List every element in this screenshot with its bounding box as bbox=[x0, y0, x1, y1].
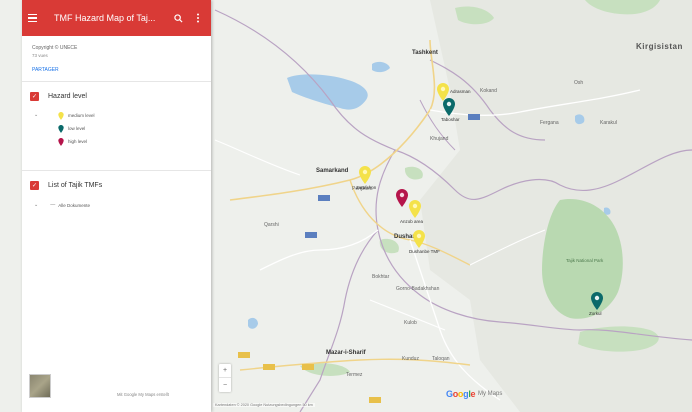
label-kulob: Kulob bbox=[404, 320, 417, 326]
pin-magenta-icon bbox=[58, 137, 64, 146]
layer-checkbox[interactable]: ✓ bbox=[30, 181, 39, 190]
label-fergana: Fergana bbox=[540, 120, 559, 126]
pin-label: Adrasman bbox=[450, 89, 471, 94]
pin-teal-icon bbox=[58, 124, 64, 133]
divider bbox=[22, 81, 211, 82]
zoom-control: + − bbox=[219, 364, 231, 392]
label-tajik-park: Tajik National Park bbox=[566, 258, 604, 263]
legend-item-medium[interactable]: ⌄ medium level bbox=[30, 109, 211, 122]
label-khujand: Khujand bbox=[430, 136, 449, 142]
list-item[interactable]: ⌄ — Alle Dokumente bbox=[30, 199, 211, 211]
map-title: TMF Hazard Map of Taj... bbox=[54, 13, 156, 23]
zoom-in-button[interactable]: + bbox=[219, 364, 231, 378]
layer-hazard-level: ✓ Hazard level ⌄ medium level low level … bbox=[22, 82, 211, 148]
chevron-down-icon[interactable]: ⌄ bbox=[34, 202, 39, 208]
google-logo: Google bbox=[446, 389, 476, 399]
map-meta: Copyright © UNECE 73 vues PARTAGER bbox=[22, 36, 211, 73]
layer-name: List of Tajik TMFs bbox=[48, 182, 103, 189]
map-attribution: Kartendaten © 2020 Google Nutzungsbeding… bbox=[213, 403, 315, 407]
dash-icon: — bbox=[50, 202, 56, 208]
label-taloqan: Taloqan bbox=[432, 356, 450, 362]
pin-marker[interactable] bbox=[591, 292, 603, 310]
label-gorno: Gorno-Badakhshan bbox=[396, 286, 440, 292]
my-maps-text: My Maps bbox=[478, 391, 503, 397]
menu-icon[interactable] bbox=[28, 11, 42, 25]
pin-marker[interactable] bbox=[359, 166, 371, 184]
footer-note: Mit Google My Maps erstellt bbox=[117, 392, 169, 397]
layer-name: Hazard level bbox=[48, 93, 87, 100]
pin-label: Zorkul bbox=[589, 311, 602, 316]
label-kokand: Kokand bbox=[480, 88, 497, 94]
label-kyrgyzstan: Kirgisistan bbox=[636, 42, 683, 51]
label-osh: Osh bbox=[574, 80, 584, 86]
map-thumbnail[interactable] bbox=[29, 374, 51, 398]
pin-label: Dushanbe TMF bbox=[409, 249, 440, 254]
chevron-down-icon[interactable]: ⌄ bbox=[34, 112, 39, 118]
pin-marker[interactable] bbox=[437, 83, 449, 101]
search-icon[interactable] bbox=[171, 11, 185, 25]
legend-item-low[interactable]: low level bbox=[30, 122, 211, 135]
national-park-area bbox=[542, 198, 623, 319]
label-kunduz: Kunduz bbox=[402, 356, 419, 362]
side-panel: TMF Hazard Map of Taj... Copyright © UNE… bbox=[22, 0, 211, 412]
zoom-out-button[interactable]: − bbox=[222, 381, 228, 389]
layer-tajik-tmfs: ✓ List of Tajik TMFs ⌄ — Alle Dokumente bbox=[22, 171, 211, 211]
legend-item-high[interactable]: high level bbox=[30, 135, 211, 148]
panel-header: TMF Hazard Map of Taj... bbox=[22, 0, 211, 36]
divider bbox=[22, 170, 211, 171]
pin-label: Taboshar bbox=[441, 117, 460, 122]
layer-checkbox[interactable]: ✓ bbox=[30, 92, 39, 101]
label-penjikent: Penjikent bbox=[352, 186, 373, 192]
label-tashkent: Tashkent bbox=[412, 50, 438, 56]
label-mazar: Mazar-i-Sharif bbox=[326, 350, 366, 356]
legend-label: low level bbox=[68, 126, 86, 131]
legend-label: medium level bbox=[68, 113, 95, 118]
label-karakul: Karakul bbox=[600, 120, 617, 126]
pin-yellow-icon bbox=[58, 111, 64, 120]
copyright-text: Copyright © UNECE bbox=[32, 45, 78, 51]
pin-marker[interactable] bbox=[396, 189, 408, 207]
label-qarshi: Qarshi bbox=[264, 222, 279, 228]
pin-label: Anzob area bbox=[400, 219, 424, 224]
share-link[interactable]: PARTAGER bbox=[32, 67, 59, 73]
pin-marker[interactable] bbox=[409, 200, 421, 218]
lake-aydar bbox=[287, 74, 368, 110]
label-dushanbe: Dushanbe bbox=[394, 234, 424, 240]
label-termez: Termez bbox=[346, 372, 363, 378]
list-item-label: Alle Dokumente bbox=[58, 202, 90, 208]
label-bokhtar: Bokhtar bbox=[372, 274, 390, 280]
view-count: 73 vues bbox=[32, 53, 48, 58]
legend: ⌄ medium level low level high level bbox=[30, 109, 211, 148]
pin-marker[interactable] bbox=[413, 230, 425, 248]
label-samarkand: Samarkand bbox=[316, 168, 349, 174]
pin-label: Zarafshon bbox=[356, 185, 377, 190]
more-vert-icon[interactable] bbox=[191, 11, 205, 25]
pin-marker[interactable] bbox=[443, 98, 455, 116]
legend-label: high level bbox=[68, 139, 88, 144]
